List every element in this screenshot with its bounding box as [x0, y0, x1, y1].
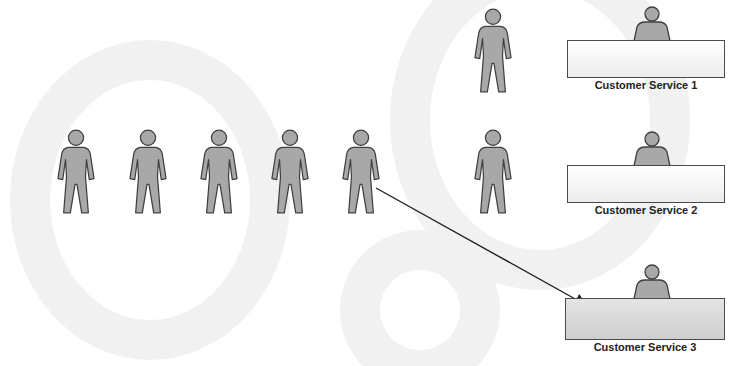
service-desk: Customer Service 2	[567, 165, 725, 203]
waiting-queue	[58, 130, 379, 213]
customer-figure	[343, 130, 379, 213]
service-desk: Customer Service 3	[565, 298, 725, 340]
served-customer	[475, 9, 511, 92]
service-agent	[634, 132, 670, 166]
customer-figure	[272, 130, 308, 213]
desk-label: Customer Service 2	[548, 204, 730, 217]
customer-figure	[201, 130, 237, 213]
customer-figure	[130, 130, 166, 213]
served-customer	[475, 130, 511, 213]
service-desk: Customer Service 1	[567, 40, 725, 78]
customer-figure	[58, 130, 94, 213]
move-arrow	[376, 188, 586, 305]
desk-label: Customer Service 3	[546, 341, 730, 354]
service-agent	[634, 7, 670, 41]
service-agent	[634, 265, 670, 299]
desk-label: Customer Service 1	[548, 79, 730, 92]
